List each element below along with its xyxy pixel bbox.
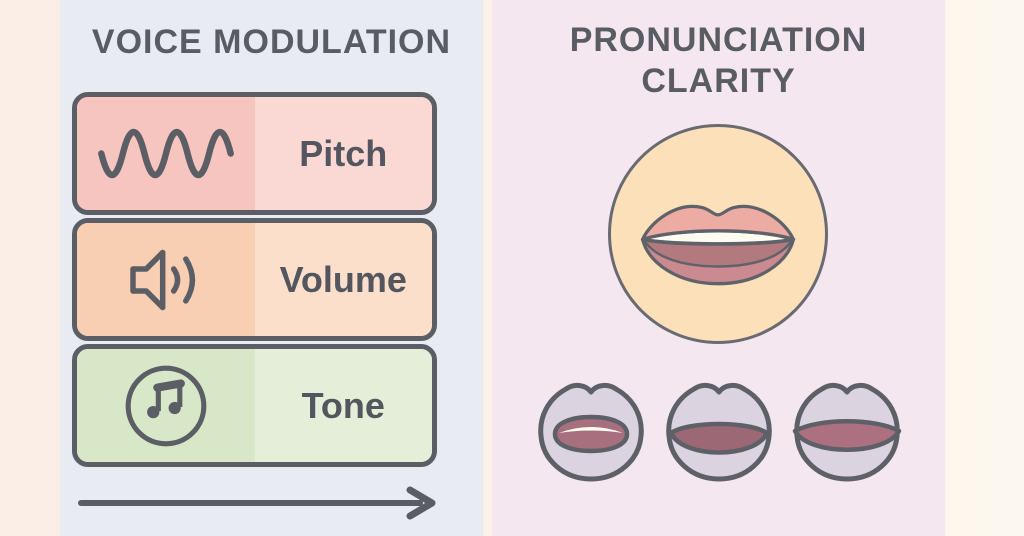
speaker-icon — [130, 249, 195, 310]
mouth-half-open-icon — [665, 382, 772, 482]
pitch-label-cell: Pitch — [254, 97, 432, 210]
right-arrow-icon — [78, 486, 436, 520]
pitch-icon-cell — [77, 97, 255, 210]
tone-card: Tone — [72, 344, 437, 467]
tone-label-cell: Tone — [254, 349, 432, 462]
sine-wave-icon — [97, 128, 234, 179]
modulation-cards: Pitch Volume — [72, 92, 437, 467]
voice-modulation-title: VOICE MODULATION — [91, 23, 452, 61]
volume-icon-cell — [77, 223, 255, 336]
lips-icon — [640, 204, 796, 285]
tone-label: Tone — [301, 384, 385, 426]
volume-label: Volume — [279, 258, 407, 300]
tone-icon-cell — [77, 349, 255, 462]
pronunciation-clarity-title: PRONUNCIATION CLARITY — [569, 21, 868, 100]
voice-modulation-panel: VOICE MODULATION Pitch — [60, 0, 483, 536]
mouth-slightly-open-icon — [537, 382, 644, 482]
pitch-card: Pitch — [72, 92, 437, 215]
volume-label-cell: Volume — [254, 223, 432, 336]
music-note-icon — [125, 365, 207, 446]
pitch-label: Pitch — [299, 132, 388, 174]
progress-arrow — [76, 486, 442, 520]
mouth-sequence — [492, 381, 945, 487]
mouth-wide-open-icon — [792, 382, 901, 482]
mouth-circle-badge — [608, 124, 828, 344]
volume-card: Volume — [72, 218, 437, 341]
pronunciation-clarity-panel: PRONUNCIATION CLARITY — [492, 0, 945, 536]
